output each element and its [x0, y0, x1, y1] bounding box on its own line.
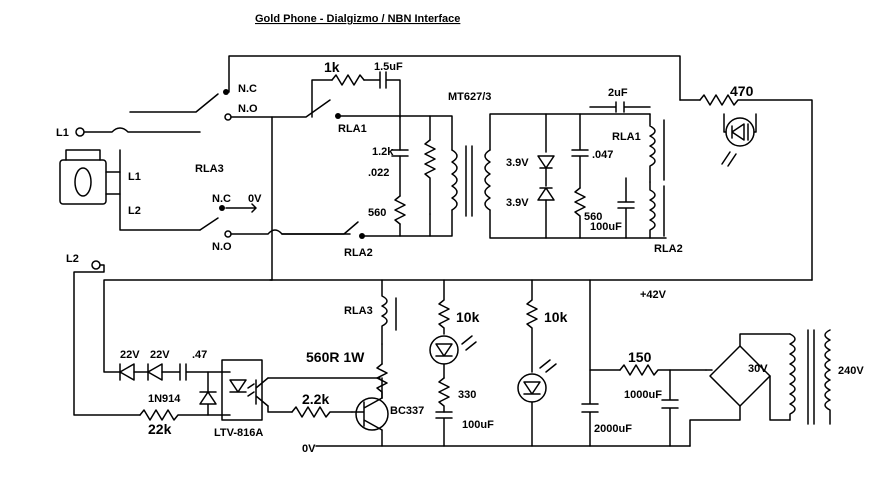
- line-l1-terminal: L1: [56, 127, 201, 139]
- handset-l1-label: L1: [128, 171, 141, 183]
- rla1-contact-network: 1k 1.5uF RLA1: [271, 59, 431, 141]
- no-bottom-label: N.O: [212, 241, 232, 253]
- c-022-label: .022: [368, 167, 389, 179]
- c-2000uf-label: 2000uF: [594, 423, 632, 435]
- line-l2-terminal: L2: [66, 253, 141, 416]
- rla2-coil-label: RLA2: [654, 243, 683, 255]
- zener-22v-b-label: 22V: [150, 349, 170, 361]
- nc-bottom-label: N.C: [212, 193, 231, 205]
- c-2uf-label: 2uF: [608, 87, 628, 99]
- handset-wire: [119, 149, 201, 231]
- rla3-bottom-switch: N.C 0V N.O: [199, 193, 351, 253]
- r-560-left-label: 560: [368, 207, 386, 219]
- no-top-label: N.O: [238, 103, 258, 115]
- rla1-coil-label: RLA1: [612, 131, 641, 143]
- right-filter-network: 3.9V 3.9V .047 560 2uF 100uF RLA1 RLA2: [506, 87, 683, 255]
- c-100uf-top-label: 100uF: [590, 221, 622, 233]
- rla3-label: RLA3: [195, 163, 224, 175]
- supply-label: +42V: [640, 289, 667, 301]
- ground-label: 0V: [302, 443, 316, 455]
- bc337-driver: 2.2k BC337: [267, 377, 424, 447]
- rla3-top-switch: N.C N.O: [129, 55, 681, 281]
- zener-22v-a-label: 22V: [120, 349, 140, 361]
- c-100uf-bottom-label: 100uF: [462, 419, 494, 431]
- r-1-2k-label: 1.2k: [372, 146, 394, 158]
- d-1n914-label: 1N914: [148, 393, 181, 405]
- transistor-label: BC337: [390, 405, 424, 417]
- led-top-icon: [725, 117, 755, 147]
- rla2-contact: RLA2: [281, 213, 431, 259]
- r-330-label: 330: [458, 389, 476, 401]
- left-filter-network: .022 560 1.2k: [368, 116, 436, 237]
- transformer-label: MT627/3: [448, 91, 491, 103]
- rla2-switch-label: RLA2: [344, 247, 373, 259]
- r-560-right-label: 560: [584, 211, 602, 223]
- diagram-title: Gold Phone - Dialgizmo / NBN Interface: [255, 13, 460, 25]
- bridge-rectifier-icon: [709, 345, 771, 407]
- c-47-label: .47: [192, 349, 207, 361]
- r-2-2k-label: 2.2k: [302, 391, 329, 407]
- r-560r-1w-label: 560R 1W: [306, 349, 365, 365]
- zener-3-9v-a-label: 3.9V: [506, 157, 529, 169]
- rla3-coil-label: RLA3: [344, 305, 373, 317]
- transistor-icon: [355, 397, 389, 431]
- r-10k-b-label: 10k: [544, 309, 568, 325]
- r-1k-label: 1k: [324, 59, 340, 75]
- c-1-5uf-label: 1.5uF: [374, 61, 403, 73]
- rla1-switch-label: RLA1: [338, 123, 367, 135]
- c-047-label: .047: [592, 149, 613, 161]
- nc-top-label: N.C: [238, 83, 257, 95]
- telephone-handset-icon: L1 L2: [59, 149, 141, 217]
- r-10k-a-label: 10k: [456, 309, 480, 325]
- ltv-816a-optocoupler: LTV-816A: [214, 359, 269, 439]
- led-middle-icon: [429, 335, 459, 365]
- l2-label: L2: [66, 253, 79, 265]
- handset-l2-label: L2: [128, 205, 141, 217]
- opto-label: LTV-816A: [214, 427, 263, 439]
- rla3-coil: RLA3 560R 1W: [306, 279, 397, 399]
- r-22k-label: 22k: [148, 421, 172, 437]
- led-10k-a-branch: 10k 330 100uF: [429, 279, 494, 447]
- led-bottom-icon: [517, 373, 547, 403]
- led-10k-b-branch: 10k: [517, 279, 568, 447]
- zero-v-switch-label: 0V: [248, 193, 262, 205]
- led-470-branch: 470: [679, 83, 813, 281]
- r-150-label: 150: [628, 349, 652, 365]
- l1-label: L1: [56, 127, 69, 139]
- ac-30v-label: 30V: [748, 363, 768, 375]
- ring-detector-network: 22V 22V .47 1N914 22k: [103, 279, 273, 437]
- zener-3-9v-b-label: 3.9V: [506, 197, 529, 209]
- r-470-label: 470: [730, 83, 754, 99]
- c-1000uf-label: 1000uF: [624, 389, 662, 401]
- ac-240v-label: 240V: [838, 365, 864, 377]
- mt627-transformer: MT627/3: [429, 91, 667, 239]
- power-supply: 150 2000uF 1000uF 30V 240V: [581, 279, 864, 447]
